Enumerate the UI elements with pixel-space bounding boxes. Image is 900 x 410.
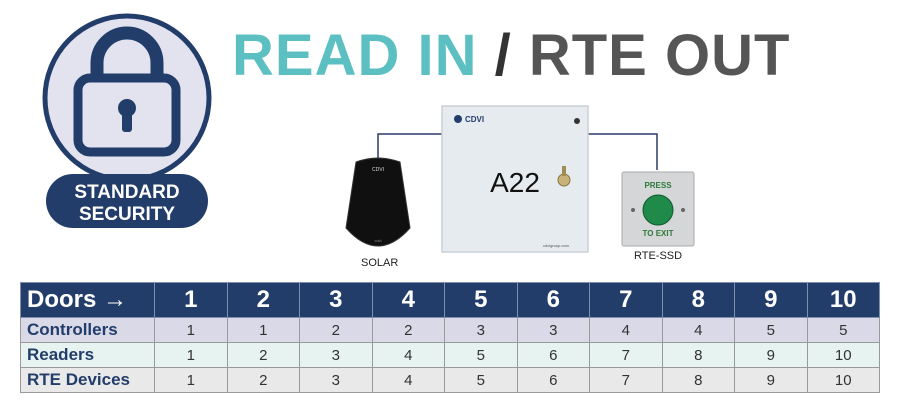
table-cell: 9	[734, 367, 808, 393]
door-header: 3	[299, 282, 373, 318]
table-cell: 8	[661, 367, 735, 393]
badge-line-2: SECURITY	[79, 204, 175, 225]
table-cell: 2	[226, 367, 300, 393]
controller-brand: CDVI	[465, 115, 484, 124]
table-cell: 2	[371, 317, 445, 343]
table-cell: 4	[589, 317, 663, 343]
title-rte-out: RTE OUT	[528, 23, 791, 88]
table-cell: 6	[516, 342, 590, 368]
door-header: 8	[661, 282, 735, 318]
rte-label: RTE-SSD	[634, 250, 683, 262]
screw-icon	[631, 208, 635, 212]
doors-table: Doors → 1 2 3 4 5 6 7 8 9 10 Controllers…	[20, 282, 880, 393]
rte-wire	[588, 133, 658, 170]
row-label: RTE Devices	[20, 367, 155, 393]
controller-model: A22	[490, 167, 540, 198]
rte-device: PRESS TO EXIT	[621, 171, 695, 247]
badge-banner	[46, 174, 208, 228]
table-cell: 5	[444, 367, 518, 393]
table-cell: 10	[806, 342, 880, 368]
reader-small-text: cdvi	[374, 238, 381, 243]
controller-box: CDVI A22 cdvigroup.com	[441, 105, 589, 253]
door-header: 7	[589, 282, 663, 318]
reader-wire	[377, 133, 442, 160]
table-row: Readers 1 2 3 4 5 6 7 8 9 10	[20, 342, 880, 368]
row-label: Controllers	[20, 317, 155, 343]
table-row: Controllers 1 1 2 2 3 3 4 4 5 5	[20, 317, 880, 343]
table-cell: 1	[154, 317, 228, 343]
screw-icon	[681, 208, 685, 212]
doors-header-label: Doors →	[20, 282, 155, 318]
title-read-in: READ IN	[232, 23, 478, 88]
reader-label: SOLAR	[361, 257, 399, 269]
table-cell: 4	[371, 367, 445, 393]
title-separator: /	[494, 23, 512, 88]
door-header: 10	[806, 282, 880, 318]
table-cell: 2	[226, 342, 300, 368]
table-cell: 1	[154, 342, 228, 368]
table-header-row: Doors → 1 2 3 4 5 6 7 8 9 10	[20, 282, 880, 318]
reader-brand: CDVI	[372, 167, 384, 173]
status-led-icon	[574, 118, 580, 124]
reader-device: CDVI cdvi	[345, 157, 411, 247]
door-header: 9	[734, 282, 808, 318]
door-header: 1	[154, 282, 228, 318]
table-cell: 1	[154, 367, 228, 393]
controller-footer: cdvigroup.com	[543, 243, 570, 248]
page-title: READ IN / RTE OUT	[232, 22, 790, 89]
rte-bottom-text: TO EXIT	[643, 229, 674, 238]
wiring-diagram: CDVI A22 cdvigroup.com CDVI cdvi PRESS T…	[345, 105, 695, 253]
table-cell: 7	[589, 342, 663, 368]
table-cell: 7	[589, 367, 663, 393]
table-cell: 4	[661, 317, 735, 343]
table-cell: 5	[444, 342, 518, 368]
table-cell: 3	[516, 317, 590, 343]
table-cell: 5	[734, 317, 808, 343]
table-cell: 10	[806, 367, 880, 393]
table-cell: 8	[661, 342, 735, 368]
cdvi-logo-icon	[454, 115, 462, 123]
table-cell: 5	[806, 317, 880, 343]
door-header: 6	[516, 282, 590, 318]
table-cell: 6	[516, 367, 590, 393]
rte-top-text: PRESS	[644, 181, 672, 190]
door-header: 4	[371, 282, 445, 318]
table-row: RTE Devices 1 2 3 4 5 6 7 8 9 10	[20, 367, 880, 393]
padlock-icon	[73, 26, 181, 157]
key-lock-icon	[557, 166, 571, 187]
table-cell: 9	[734, 342, 808, 368]
row-label: Readers	[20, 342, 155, 368]
table-cell: 1	[226, 317, 300, 343]
door-header: 2	[226, 282, 300, 318]
table-cell: 3	[444, 317, 518, 343]
table-cell: 3	[299, 367, 373, 393]
table-cell: 4	[371, 342, 445, 368]
exit-button-icon	[642, 194, 674, 226]
table-cell: 2	[299, 317, 373, 343]
standard-security-badge: STANDARD SECURITY	[42, 13, 212, 228]
badge-line-1: STANDARD	[74, 182, 179, 203]
door-header: 5	[444, 282, 518, 318]
table-cell: 3	[299, 342, 373, 368]
